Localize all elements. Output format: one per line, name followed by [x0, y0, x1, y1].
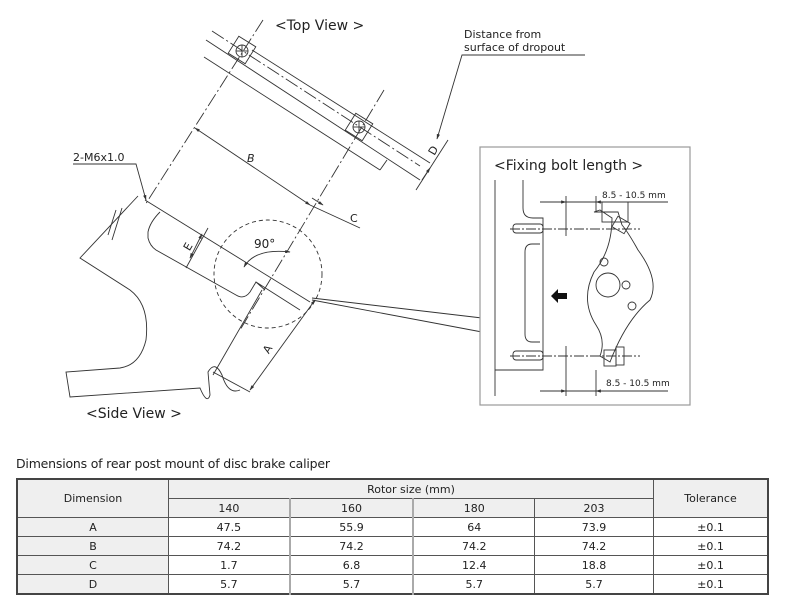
header-rotor-160: 160 — [288, 498, 414, 518]
cell-value: 18.8 — [534, 555, 654, 575]
table-row: B 74.2 74.2 74.2 74.2 ±0.1 — [16, 536, 769, 556]
side-view: 2-M6x1.0 E 90° A <Side View > — [65, 151, 483, 422]
cell-value: 6.8 — [288, 555, 414, 575]
technical-drawing: <Top View > B C D — [65, 18, 691, 422]
cell-value: 74.2 — [167, 536, 291, 556]
bolt-length-top: 8.5 - 10.5 mm — [602, 191, 666, 201]
table-caption: Dimensions of rear post mount of disc br… — [16, 456, 330, 471]
cell-tolerance: ±0.1 — [653, 536, 769, 556]
header-rotor-size: Rotor size (mm) — [168, 478, 654, 499]
direction-arrow-left-icon — [551, 289, 567, 303]
bolt-hole-icon — [227, 35, 257, 65]
cell-value: 12.4 — [412, 555, 536, 575]
dim-label-a: A — [260, 342, 275, 356]
cell-value: 5.7 — [167, 574, 291, 595]
header-rotor-180: 180 — [412, 498, 536, 518]
angle-label: 90° — [254, 237, 275, 251]
cell-value: 1.7 — [167, 555, 291, 575]
dim-label-b: B — [247, 152, 255, 165]
cell-value: 47.5 — [167, 517, 291, 537]
table-row: D 5.7 5.7 5.7 5.7 ±0.1 — [16, 574, 769, 595]
cell-value: 74.2 — [534, 536, 654, 556]
header-rotor-140: 140 — [167, 498, 291, 518]
header-tolerance: Tolerance — [653, 478, 769, 518]
bolt-length-bottom: 8.5 - 10.5 mm — [606, 379, 670, 389]
cell-value: 5.7 — [534, 574, 654, 595]
header-dimension: Dimension — [16, 478, 169, 518]
row-dimension: A — [16, 517, 169, 537]
cell-tolerance: ±0.1 — [653, 555, 769, 575]
distance-note-line1: Distance from — [464, 28, 541, 41]
cell-value: 5.7 — [288, 574, 414, 595]
cell-value: 64 — [412, 517, 536, 537]
top-view-label: <Top View > — [275, 18, 364, 34]
row-dimension: B — [16, 536, 169, 556]
header-rotor-203: 203 — [534, 498, 654, 518]
cell-value: 55.9 — [288, 517, 414, 537]
bolt-hole-icon — [344, 112, 374, 142]
cell-value: 73.9 — [534, 517, 654, 537]
fixing-bolt-label: <Fixing bolt length > — [494, 158, 643, 174]
dim-label-d: D — [426, 144, 442, 158]
side-view-label: <Side View > — [86, 406, 182, 422]
cell-tolerance: ±0.1 — [653, 574, 769, 595]
thread-callout: 2-M6x1.0 — [73, 151, 124, 164]
table-row: A 47.5 55.9 64 73.9 ±0.1 — [16, 517, 769, 537]
cell-value: 74.2 — [288, 536, 414, 556]
dim-label-c: C — [350, 212, 358, 225]
cell-value: 74.2 — [412, 536, 536, 556]
fixing-bolt-detail: <Fixing bolt length > 8.5 - 10.5 mm — [479, 146, 691, 406]
table-row: C 1.7 6.8 12.4 18.8 ±0.1 — [16, 555, 769, 575]
table-subheader-row: 140 160 180 203 — [17, 498, 768, 518]
cell-value: 5.7 — [412, 574, 536, 595]
row-dimension: C — [16, 555, 169, 575]
cell-tolerance: ±0.1 — [653, 517, 769, 537]
table-header-row: Dimension Rotor size (mm) Tolerance — [16, 478, 769, 518]
top-view: <Top View > B C D — [144, 18, 585, 331]
dimensions-table: Dimension Rotor size (mm) Tolerance 140 … — [16, 478, 769, 595]
distance-note-line2: surface of dropout — [464, 41, 566, 54]
row-dimension: D — [16, 574, 169, 595]
